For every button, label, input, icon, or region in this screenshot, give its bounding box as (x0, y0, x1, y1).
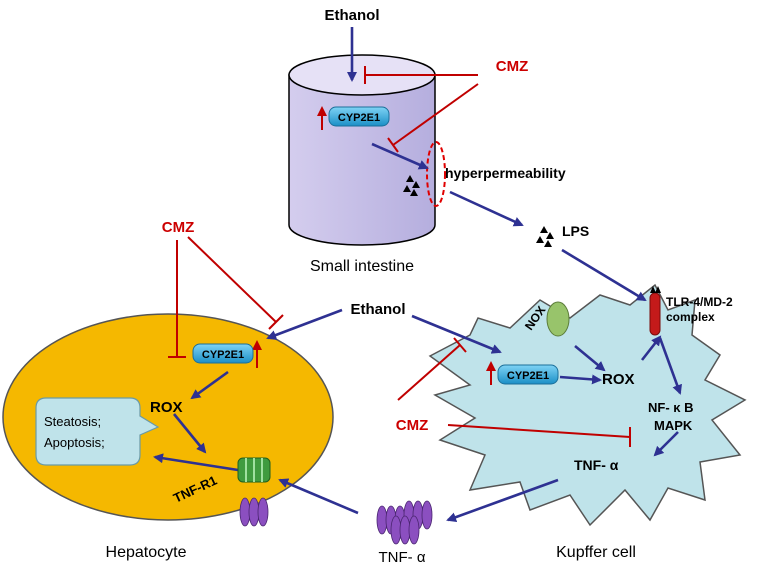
ethanol-mid-label: Ethanol (351, 301, 406, 318)
arrow-cyp-to-rox-hepatocyte (190, 370, 229, 400)
arrow-to-lps (449, 190, 524, 227)
arrow-rox-to-tnfr1 (172, 413, 207, 454)
cmz-top-label: CMZ (496, 58, 529, 75)
small-intestine-label: Small intestine (310, 258, 414, 275)
apoptosis-text: Apoptosis; (44, 435, 105, 450)
increase-arrows (252, 106, 496, 385)
tnf-alpha-kupffer-label: TNF- α (574, 457, 619, 473)
tnf-r1-receptor (237, 457, 271, 527)
cyp2e1-intestine-pill (328, 106, 390, 127)
tlr4-lps-1 (650, 286, 656, 293)
lps-tri-d (410, 189, 418, 196)
kupffer-body (428, 283, 747, 527)
lps-triangles-intestine (403, 175, 420, 196)
cmz-bottom-label: CMZ (396, 417, 429, 434)
tnf-alpha-bottom-label: TNF- α (379, 549, 426, 566)
cmz-left-label: CMZ (162, 219, 195, 236)
arrow-tnf-to-receptor (278, 478, 359, 515)
tnfr1-ligand-2 (248, 497, 260, 527)
hyperpermeability-label: hyperpermeability (445, 165, 566, 181)
inhibit-bar-4 (268, 314, 284, 330)
inhibit-cmz-to-cyp-intestine (392, 83, 479, 146)
arrow-nox-to-rox (574, 344, 606, 372)
inhibition-lines (168, 66, 631, 447)
lps-tri-a (406, 175, 414, 182)
nox-enzyme (546, 301, 570, 337)
hepatocyte-label: Hepatocyte (106, 544, 187, 561)
ethanol-top-label: Ethanol (325, 7, 380, 24)
lps-tri-f (546, 232, 554, 239)
tlr4-body (649, 292, 661, 336)
tnf-alpha-cluster (376, 500, 433, 545)
cyp2e1-kupffer: CYP2E1 (497, 364, 559, 385)
tlr4-label-line2: complex (666, 310, 715, 324)
small-intestine (288, 54, 446, 246)
lps-tri-c (403, 185, 411, 192)
kupffer-cell-label: Kupffer cell (556, 544, 636, 561)
lps-tri-b (412, 181, 420, 188)
tnfr1-ligand-1 (239, 497, 251, 527)
inhibit-bar-5 (453, 337, 467, 353)
tnf-ellipse-7 (390, 515, 402, 545)
steatosis-text: Steatosis; (44, 414, 101, 429)
rox-kupffer-label: ROX (602, 371, 635, 388)
arrow-rox-to-tlr4 (640, 335, 662, 361)
arrow-cyp-to-rox-kupffer (559, 374, 602, 385)
tnf-ellipse-9 (408, 515, 420, 545)
lps-tri-e (540, 226, 548, 233)
arrow-tnfr1-to-steatosis (153, 453, 239, 472)
tnfr1-ligand-3 (257, 497, 269, 527)
cyp2e1-kupffer-pill (497, 364, 559, 385)
cyp2e1-intestine-label: CYP2E1 (338, 112, 380, 124)
cyp2e1-hepatocyte: CYP2E1 (192, 343, 254, 364)
mapk-label: MAPK (654, 418, 693, 433)
hyperpermeability-marker (426, 141, 446, 207)
arrow-lps-to-tlr4 (561, 248, 647, 302)
arrow-tlr4-to-nfkb (658, 337, 682, 395)
kupffer-cell (428, 283, 747, 527)
arrow-mapk-to-tnf (653, 431, 679, 457)
tnf-ellipse-8 (399, 515, 411, 545)
rox-hepatocyte-label: ROX (150, 399, 183, 416)
arrow-ethanol-to-hepatocyte (266, 308, 343, 340)
tnf-ellipse-6 (421, 500, 433, 530)
steatosis-bubble (35, 397, 160, 466)
arrow-tnf-secretion (446, 478, 559, 522)
steatosis-callout: Steatosis; Apoptosis; (35, 397, 160, 466)
intestine-body (288, 74, 436, 246)
tlr4-lps-2 (655, 286, 661, 293)
inhibit-cmz-to-nfkb (447, 424, 631, 438)
arrow-ethanol-to-kupffer (411, 314, 502, 354)
cyp2e1-hepatocyte-pill (192, 343, 254, 364)
arrow-cyp-to-hyperpermeability (371, 142, 429, 170)
cyp2e1-kupffer-label: CYP2E1 (507, 370, 549, 382)
cyp2e1-intestine: CYP2E1 (328, 106, 390, 127)
tlr4-receptor (649, 286, 661, 336)
inhibit-bar-2 (387, 137, 399, 153)
lps-tri-h (544, 240, 552, 247)
nfkb-label: NF- κ B (648, 400, 694, 415)
lps-tri-g (536, 236, 544, 243)
tnf-ellipse-1 (376, 505, 388, 535)
inhibit-cmz-to-kupffer-cyp (397, 344, 461, 401)
inhibit-cmz-to-ethanol-hepatocyte (187, 236, 277, 323)
lps-triangles-extracellular (536, 226, 554, 247)
tlr4-label-line1: TLR-4/MD-2 (666, 295, 733, 309)
activation-arrows (153, 27, 682, 522)
cyp2e1-hepatocyte-label: CYP2E1 (202, 349, 244, 361)
lps-label: LPS (562, 223, 589, 239)
